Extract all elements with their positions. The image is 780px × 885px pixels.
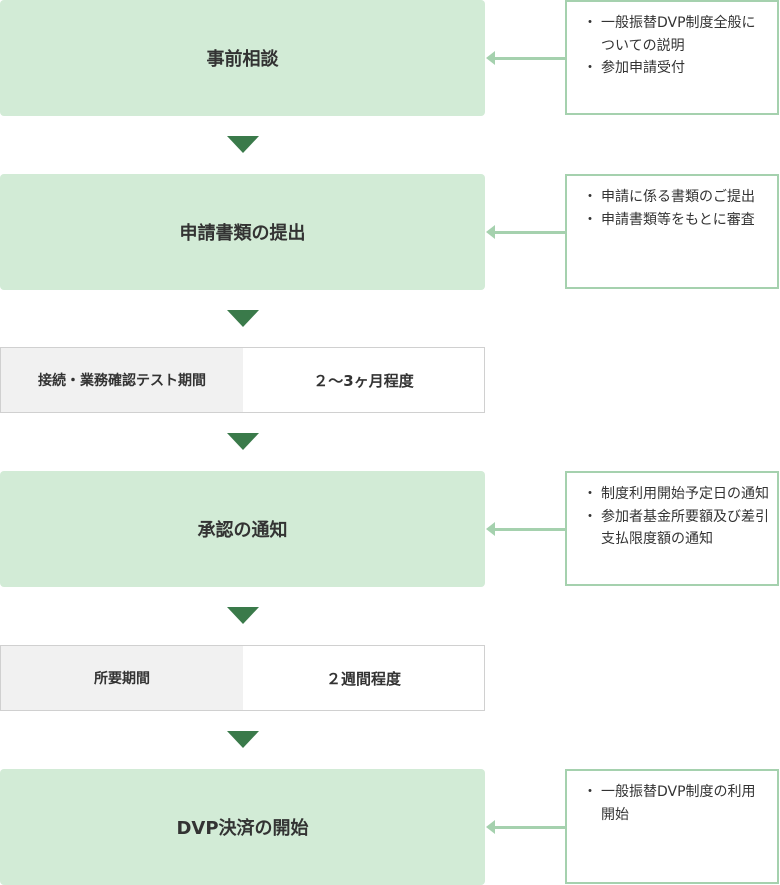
period-label: 所要期間	[1, 646, 243, 710]
note-item: 一般振替DVP制度の利用開始	[583, 781, 769, 826]
left-arrow-icon	[486, 225, 495, 239]
period-row-required: 所要期間 ２週間程度	[0, 645, 485, 711]
step-box-start: DVP決済の開始	[0, 769, 485, 885]
step-title: 申請書類の提出	[179, 223, 306, 244]
note-item: 参加者基金所要額及び差引支払限度額の通知	[583, 506, 769, 551]
period-row-test: 接続・業務確認テスト期間 ２～3ヶ月程度	[0, 347, 485, 413]
connector-line	[494, 57, 566, 60]
note-item: 制度利用開始予定日の通知	[583, 483, 769, 506]
note-item: 参加申請受付	[583, 57, 769, 80]
connector-line	[494, 528, 566, 531]
step-box-application: 申請書類の提出	[0, 174, 485, 290]
down-arrow-icon	[227, 136, 259, 153]
step-box-consultation: 事前相談	[0, 0, 485, 116]
note-box-start: 一般振替DVP制度の利用開始	[565, 769, 779, 884]
period-value: ２週間程度	[325, 669, 401, 688]
period-label: 接続・業務確認テスト期間	[1, 348, 243, 412]
left-arrow-icon	[486, 522, 495, 536]
note-item: 一般振替DVP制度全般についての説明	[583, 12, 769, 57]
note-item: 申請に係る書類のご提出	[583, 186, 769, 209]
left-arrow-icon	[486, 51, 495, 65]
period-value: ２～3ヶ月程度	[313, 371, 414, 390]
step-title: 事前相談	[206, 49, 279, 70]
step-title: 承認の通知	[197, 520, 288, 541]
left-arrow-icon	[486, 820, 495, 834]
down-arrow-icon	[227, 607, 259, 624]
step-box-approval: 承認の通知	[0, 471, 485, 587]
down-arrow-icon	[227, 433, 259, 450]
connector-line	[494, 231, 566, 234]
step-title: DVP決済の開始	[176, 818, 309, 839]
down-arrow-icon	[227, 731, 259, 748]
note-box-consultation: 一般振替DVP制度全般についての説明 参加申請受付	[565, 0, 779, 115]
note-box-approval: 制度利用開始予定日の通知 参加者基金所要額及び差引支払限度額の通知	[565, 471, 779, 586]
note-box-application: 申請に係る書類のご提出 申請書類等をもとに審査	[565, 174, 779, 289]
connector-line	[494, 826, 566, 829]
note-item: 申請書類等をもとに審査	[583, 209, 769, 232]
down-arrow-icon	[227, 310, 259, 327]
